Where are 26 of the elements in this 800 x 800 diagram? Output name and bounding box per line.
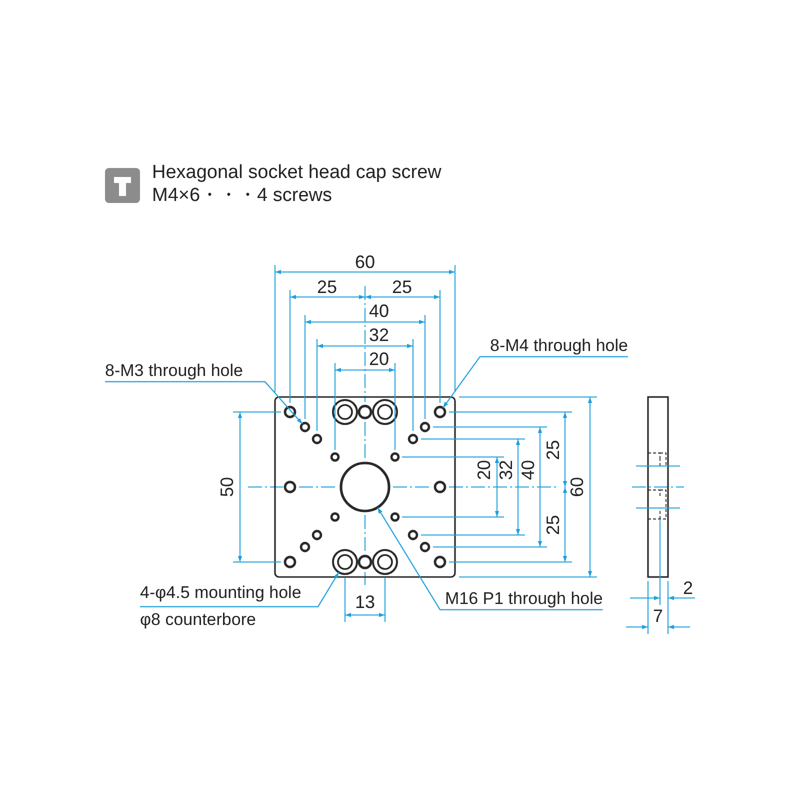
dimension-value: 2 — [683, 579, 693, 599]
callout-text: 8-M4 through hole — [490, 337, 628, 356]
dimension-value: 25 — [544, 514, 564, 536]
dimension-value: 13 — [354, 593, 376, 613]
dimension-value: 32 — [497, 460, 517, 480]
dimension-value: 50 — [218, 476, 238, 498]
dimension-value: 32 — [368, 326, 390, 346]
dimension-value: 60 — [568, 476, 588, 498]
leader-line — [442, 356, 628, 408]
dimension-value: 25 — [392, 278, 412, 298]
dimension-value: 7 — [653, 607, 663, 627]
callout-text: 8-M3 through hole — [105, 362, 243, 381]
dimension-value: 60 — [354, 253, 376, 273]
note-text: Hexagonal socket head cap screw M4×6・・・4 screws — [152, 162, 442, 208]
dimension-value: 20 — [475, 460, 495, 480]
dimension-value: 25 — [544, 440, 564, 460]
callout-text: M16 P1 through hole — [445, 590, 603, 609]
leader-line — [105, 381, 303, 424]
dimension-value: 40 — [368, 302, 390, 322]
dimension-value: 20 — [368, 350, 390, 370]
leader-line — [140, 572, 340, 608]
callout-text: 4-φ4.5 mounting hole — [140, 584, 302, 603]
dimension-value: 40 — [519, 460, 539, 480]
dimension-value: 25 — [316, 278, 338, 298]
leader-line — [377, 507, 603, 610]
callout-text: φ8 counterbore — [140, 610, 257, 630]
